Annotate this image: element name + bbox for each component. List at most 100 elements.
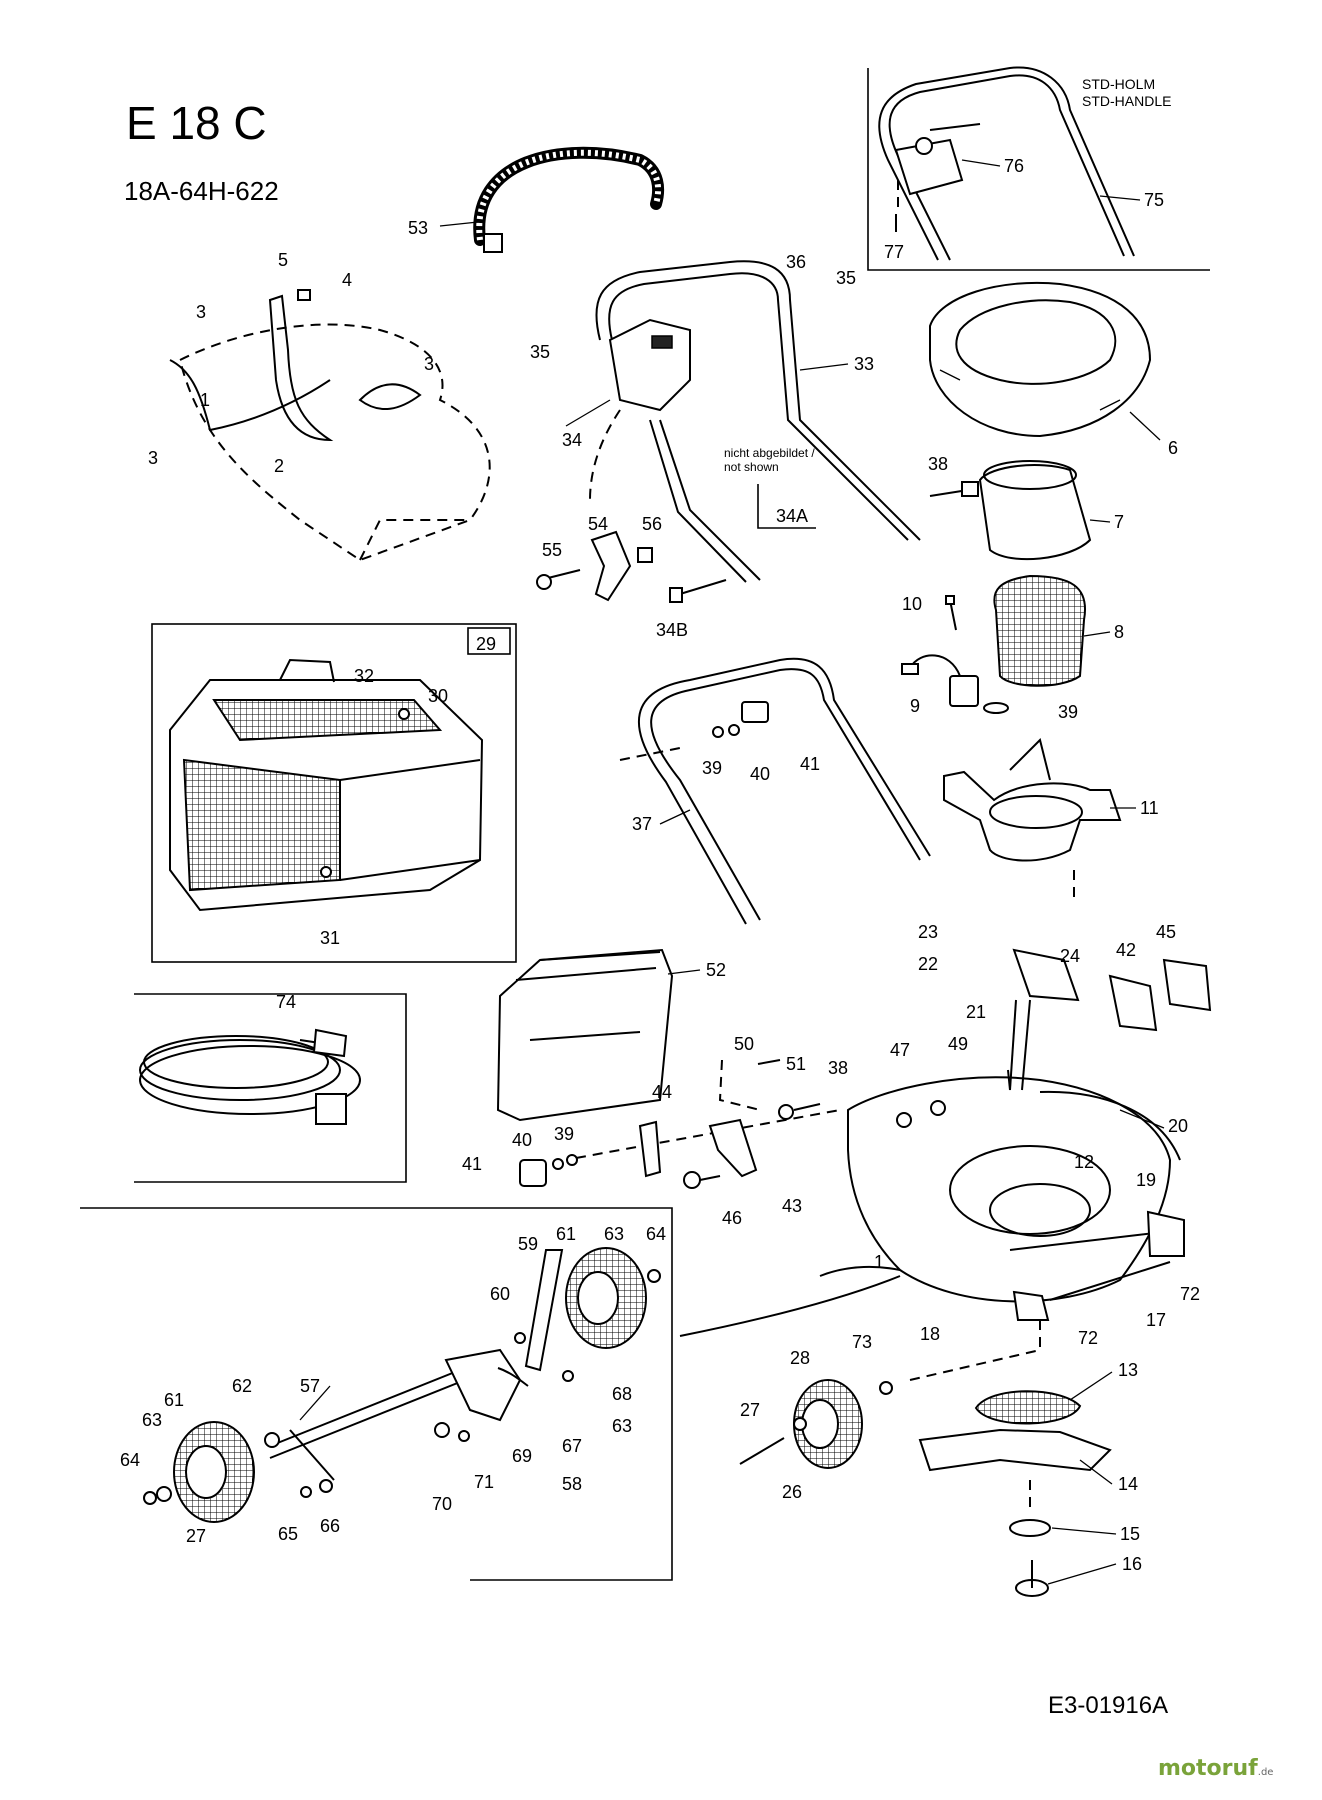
label-14: 14 xyxy=(1118,1474,1138,1494)
diagram-title: E 18 C xyxy=(126,97,267,149)
motor-cover-6 xyxy=(929,281,1152,438)
label-37: 37 xyxy=(632,814,652,834)
grass-guide-20 xyxy=(1039,1090,1181,1161)
std-holm-text: STD-HOLM xyxy=(1082,76,1156,92)
label-36: 36 xyxy=(786,252,806,272)
motor-8 xyxy=(945,574,1087,687)
label-71: 71 xyxy=(474,1472,494,1492)
label-16: 16 xyxy=(1122,1554,1142,1574)
label-18: 18 xyxy=(920,1324,940,1344)
motoruf-logo[interactable]: motoruf.de xyxy=(1158,1756,1273,1781)
extension-cable-74 xyxy=(139,1028,361,1125)
rear-wheel-assembly xyxy=(143,1247,901,1523)
upper-handle-33 xyxy=(589,260,921,583)
label-11: 11 xyxy=(1140,798,1159,818)
label-47: 47 xyxy=(890,1040,910,1060)
label-41b: 41 xyxy=(462,1154,482,1174)
label-52: 52 xyxy=(706,960,726,980)
label-17: 17 xyxy=(1146,1310,1166,1330)
label-21: 21 xyxy=(966,1002,986,1022)
label-34b: 34B xyxy=(656,620,688,640)
label-20: 20 xyxy=(1168,1116,1188,1136)
leader-lines xyxy=(299,159,1165,1585)
logo-text: motoruf xyxy=(1158,1756,1258,1781)
label-10: 10 xyxy=(902,594,922,614)
label-50: 50 xyxy=(734,1034,754,1054)
height-lever-21-24 xyxy=(1009,948,1212,1091)
label-45: 45 xyxy=(1156,922,1176,942)
part-labels: 1 1 2 3 3 3 4 5 6 7 8 9 10 11 12 13 14 1… xyxy=(120,156,1200,1574)
logo-suffix: .de xyxy=(1257,1767,1274,1778)
label-62: 62 xyxy=(232,1376,252,1396)
label-35a: 35 xyxy=(530,342,550,362)
clamp-assembly xyxy=(536,530,727,603)
label-22: 22 xyxy=(918,954,938,974)
label-51: 51 xyxy=(786,1054,806,1074)
label-28: 28 xyxy=(790,1348,810,1368)
label-12: 12 xyxy=(1074,1152,1094,1172)
label-8: 8 xyxy=(1114,622,1124,642)
label-70: 70 xyxy=(432,1494,452,1514)
label-2: 2 xyxy=(274,456,284,476)
label-58: 58 xyxy=(562,1474,582,1494)
wheel-frame xyxy=(80,1207,673,1581)
label-33: 33 xyxy=(854,354,874,374)
model-number: 18A-64H-622 xyxy=(124,176,279,206)
label-32: 32 xyxy=(354,666,374,686)
label-5: 5 xyxy=(278,250,288,270)
label-3a: 3 xyxy=(196,302,206,322)
rear-cover-assembly xyxy=(169,289,491,562)
label-61a: 61 xyxy=(556,1224,576,1244)
label-69: 69 xyxy=(512,1446,532,1466)
hinge-hardware xyxy=(519,1059,841,1189)
label-19: 19 xyxy=(1136,1170,1156,1190)
label-13: 13 xyxy=(1118,1360,1138,1380)
label-64b: 64 xyxy=(120,1450,140,1470)
label-38a: 38 xyxy=(928,454,948,474)
label-39a: 39 xyxy=(702,758,722,778)
label-6: 6 xyxy=(1168,438,1178,458)
label-9: 9 xyxy=(910,696,920,716)
blade-assembly xyxy=(918,1390,1112,1597)
rear-axle-17 xyxy=(1009,1210,1185,1350)
label-23: 23 xyxy=(918,922,938,942)
label-61b: 61 xyxy=(164,1390,184,1410)
label-27a: 27 xyxy=(740,1400,760,1420)
motor-bracket-11 xyxy=(943,738,1122,900)
label-35b: 35 xyxy=(836,268,856,288)
label-46: 46 xyxy=(722,1208,742,1228)
label-60: 60 xyxy=(490,1284,510,1304)
label-56: 56 xyxy=(642,514,662,534)
label-7: 7 xyxy=(1114,512,1124,532)
label-1-deck: 1 xyxy=(874,1252,884,1272)
not-shown-note: nicht abgebildet / not shown xyxy=(724,446,815,474)
drawing-code: E3-01916A xyxy=(1048,1692,1169,1719)
std-handle-frame xyxy=(867,68,1210,271)
label-29: 29 xyxy=(476,634,496,654)
label-54: 54 xyxy=(588,514,608,534)
label-43: 43 xyxy=(782,1196,802,1216)
cable-frame xyxy=(134,993,407,1183)
std-handle-text: STD-HANDLE xyxy=(1082,93,1172,109)
label-1: 1 xyxy=(200,390,210,410)
label-34a: 34A xyxy=(776,506,808,526)
label-73: 73 xyxy=(852,1332,872,1352)
label-24: 24 xyxy=(1060,946,1080,966)
label-63b: 63 xyxy=(612,1416,632,1436)
label-34: 34 xyxy=(562,430,582,450)
label-55: 55 xyxy=(542,540,562,560)
label-72b: 72 xyxy=(1078,1328,1098,1348)
label-44: 44 xyxy=(652,1082,672,1102)
not-shown-line2: not shown xyxy=(724,460,779,474)
label-3b: 3 xyxy=(424,354,434,374)
label-77: 77 xyxy=(884,242,904,262)
label-75: 75 xyxy=(1144,190,1164,210)
label-42: 42 xyxy=(1116,940,1136,960)
mower-deck-1 xyxy=(819,1069,1172,1303)
label-74: 74 xyxy=(276,992,296,1012)
label-57: 57 xyxy=(300,1376,320,1396)
label-76: 76 xyxy=(1004,156,1024,176)
label-41a: 41 xyxy=(800,754,820,774)
grass-catcher-frame xyxy=(151,623,517,963)
